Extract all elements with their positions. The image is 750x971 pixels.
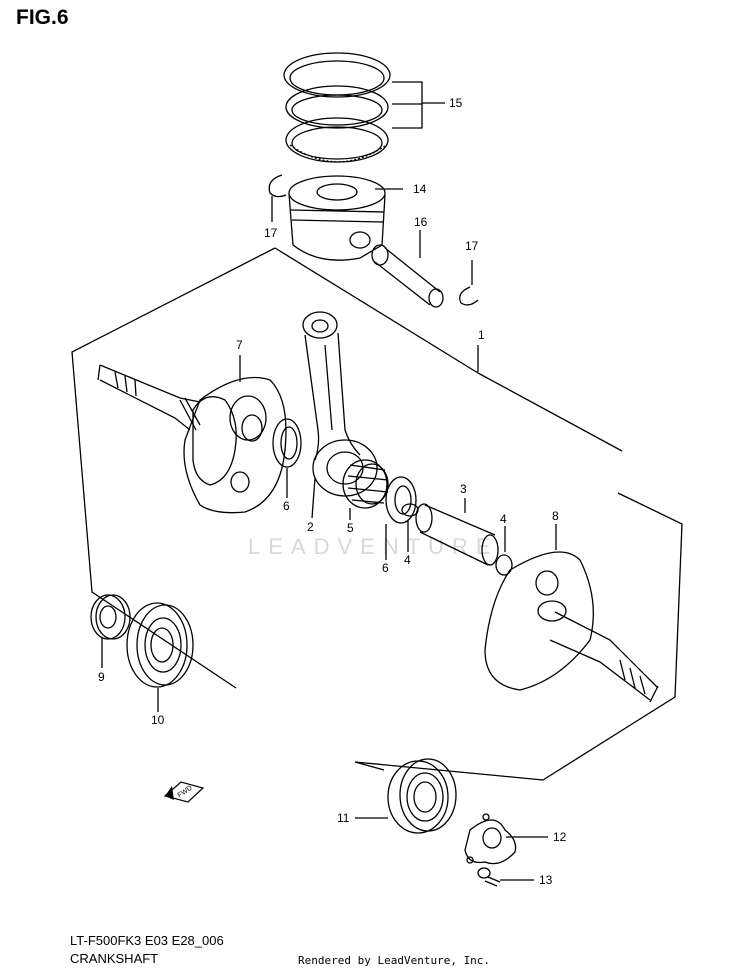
washer-right — [385, 476, 417, 524]
callout-15: 15 — [449, 96, 463, 110]
large-bearing-right — [387, 758, 457, 834]
callout-4a: 4 — [500, 512, 507, 526]
callout-5: 5 — [347, 521, 354, 535]
callout-16: 16 — [414, 215, 428, 229]
callout-7: 7 — [236, 338, 243, 352]
callout-13: 13 — [539, 873, 553, 887]
callout-8: 8 — [552, 509, 559, 523]
crankshaft-left — [97, 364, 287, 514]
large-bearing-left — [126, 602, 194, 688]
callout-6b: 6 — [382, 561, 389, 575]
callout-3: 3 — [460, 482, 467, 496]
figure-title: FIG.6 — [16, 6, 69, 29]
callout-numbers: 1 2 3 4 4 5 6 6 7 8 9 10 11 12 13 14 15 … — [98, 96, 567, 887]
callout-2: 2 — [307, 520, 314, 534]
model-code: LT-F500FK3 E03 E28_006 — [70, 933, 224, 948]
screw — [477, 867, 501, 887]
washer-left — [272, 418, 302, 468]
callout-9: 9 — [98, 670, 105, 684]
circlip-right — [459, 286, 479, 306]
piston — [288, 175, 386, 261]
callout-10: 10 — [151, 713, 165, 727]
callout-17a: 17 — [264, 226, 278, 240]
circlip-left — [268, 174, 287, 198]
callout-14: 14 — [413, 182, 427, 196]
callout-11: 11 — [337, 811, 350, 825]
pin-ring-left — [401, 503, 419, 517]
crankshaft-right — [484, 551, 659, 703]
needle-bearing — [342, 459, 389, 509]
section-name: CRANKSHAFT — [70, 951, 159, 966]
callout-17b: 17 — [465, 239, 479, 253]
fwd-arrow-icon: FWD — [163, 781, 205, 803]
callout-6a: 6 — [283, 499, 290, 513]
retainer-plate — [464, 813, 517, 865]
assembly-box-outline — [71, 247, 276, 689]
piston-pin — [371, 244, 444, 308]
render-credit: Rendered by LeadVenture, Inc. — [298, 954, 491, 967]
piston-rings — [283, 52, 391, 163]
callout-1: 1 — [478, 328, 485, 342]
small-bearing — [90, 594, 131, 640]
pin-ring-right — [495, 554, 513, 576]
callout-12: 12 — [553, 830, 567, 844]
callout-4b: 4 — [404, 553, 411, 567]
crank-pin — [415, 503, 499, 566]
connecting-rod — [302, 311, 378, 497]
